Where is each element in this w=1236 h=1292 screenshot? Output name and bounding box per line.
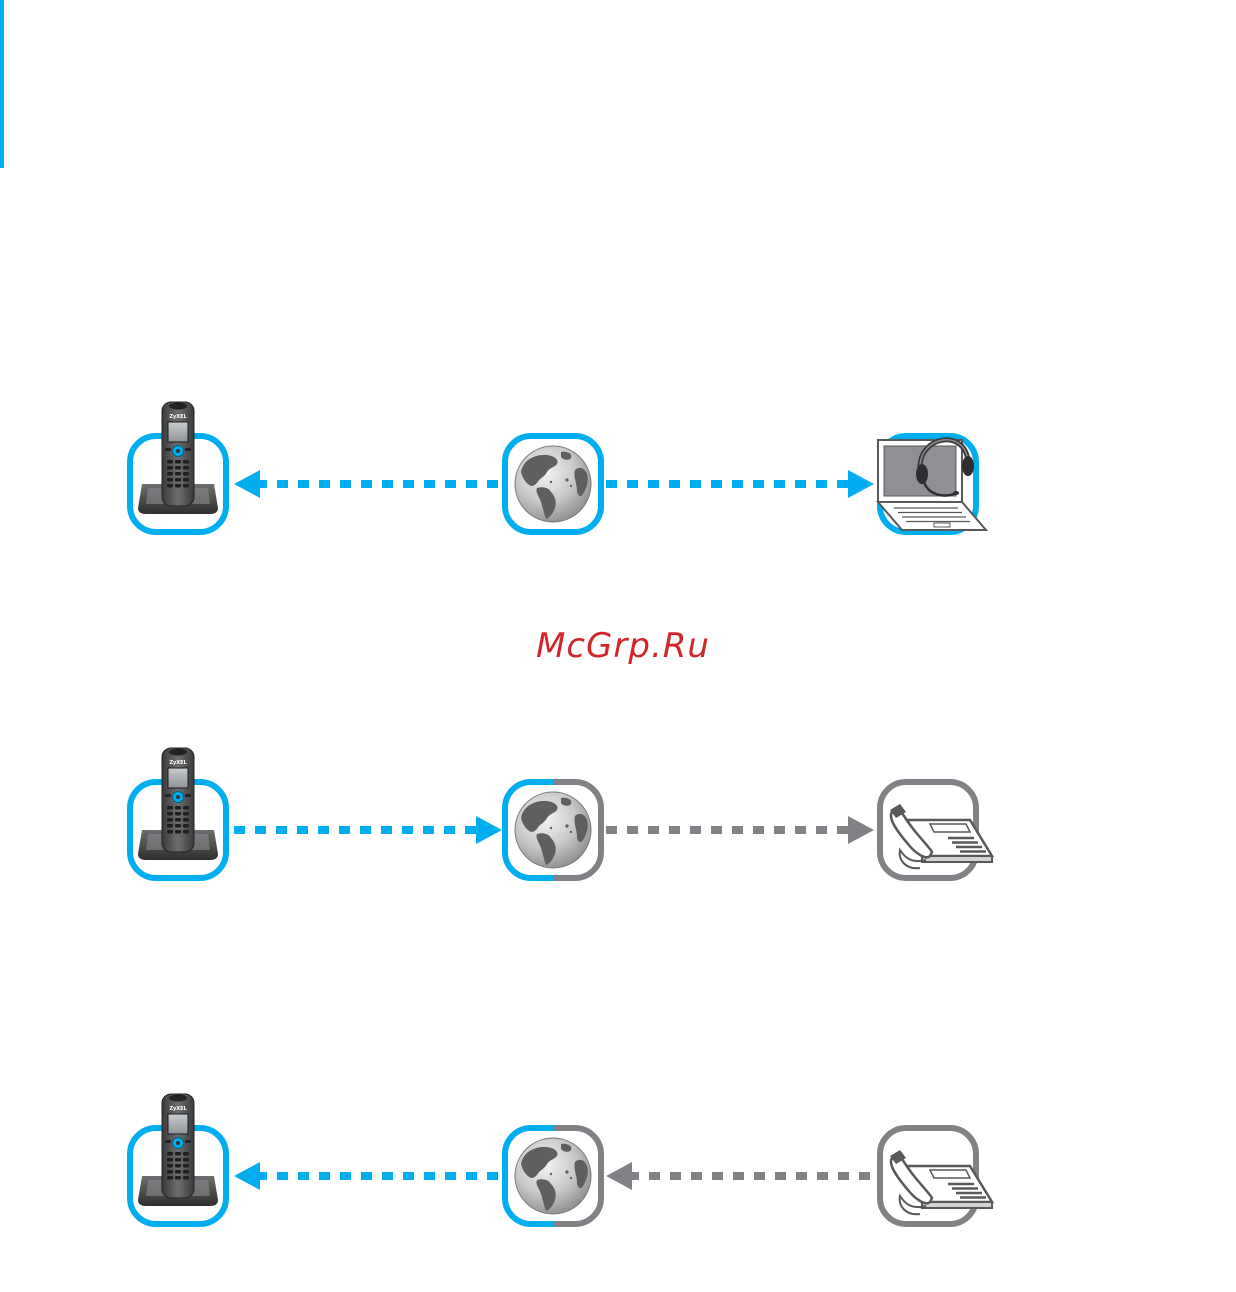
desk-phone-icon	[880, 782, 992, 878]
globe-icon	[505, 782, 601, 878]
row-1-left-link-arrowhead	[234, 470, 260, 498]
row-3-right-link-arrowhead	[606, 1162, 632, 1190]
desk-phone-icon	[880, 1128, 992, 1224]
row-1-left-link	[234, 470, 502, 498]
row-1: ZyXEL	[130, 402, 986, 532]
row-3-right-link	[606, 1162, 874, 1190]
svg-text:ZyXEL: ZyXEL	[169, 760, 187, 766]
cordless-phone-icon: ZyXEL	[130, 402, 226, 532]
row-3: ZyXEL	[130, 1094, 992, 1224]
row-2: ZyXEL	[130, 748, 992, 878]
row-2-left-link-arrowhead	[476, 816, 502, 844]
svg-text:ZyXEL: ZyXEL	[169, 414, 187, 420]
cordless-phone-icon: ZyXEL	[130, 748, 226, 878]
watermark-text: McGrp.Ru	[0, 626, 1236, 666]
globe-icon	[505, 436, 601, 532]
row-2-left-link	[234, 816, 502, 844]
row-3-left-link-arrowhead	[234, 1162, 260, 1190]
row-1-right-link-arrowhead	[848, 470, 874, 498]
laptop-headset-icon	[878, 436, 986, 532]
row-3-left-link	[234, 1162, 502, 1190]
row-2-right-link-arrowhead	[848, 816, 874, 844]
cordless-phone-icon: ZyXEL	[130, 1094, 226, 1224]
row-2-right-link	[606, 816, 874, 844]
svg-text:ZyXEL: ZyXEL	[169, 1106, 187, 1112]
globe-icon	[505, 1128, 601, 1224]
row-1-right-link	[606, 470, 874, 498]
